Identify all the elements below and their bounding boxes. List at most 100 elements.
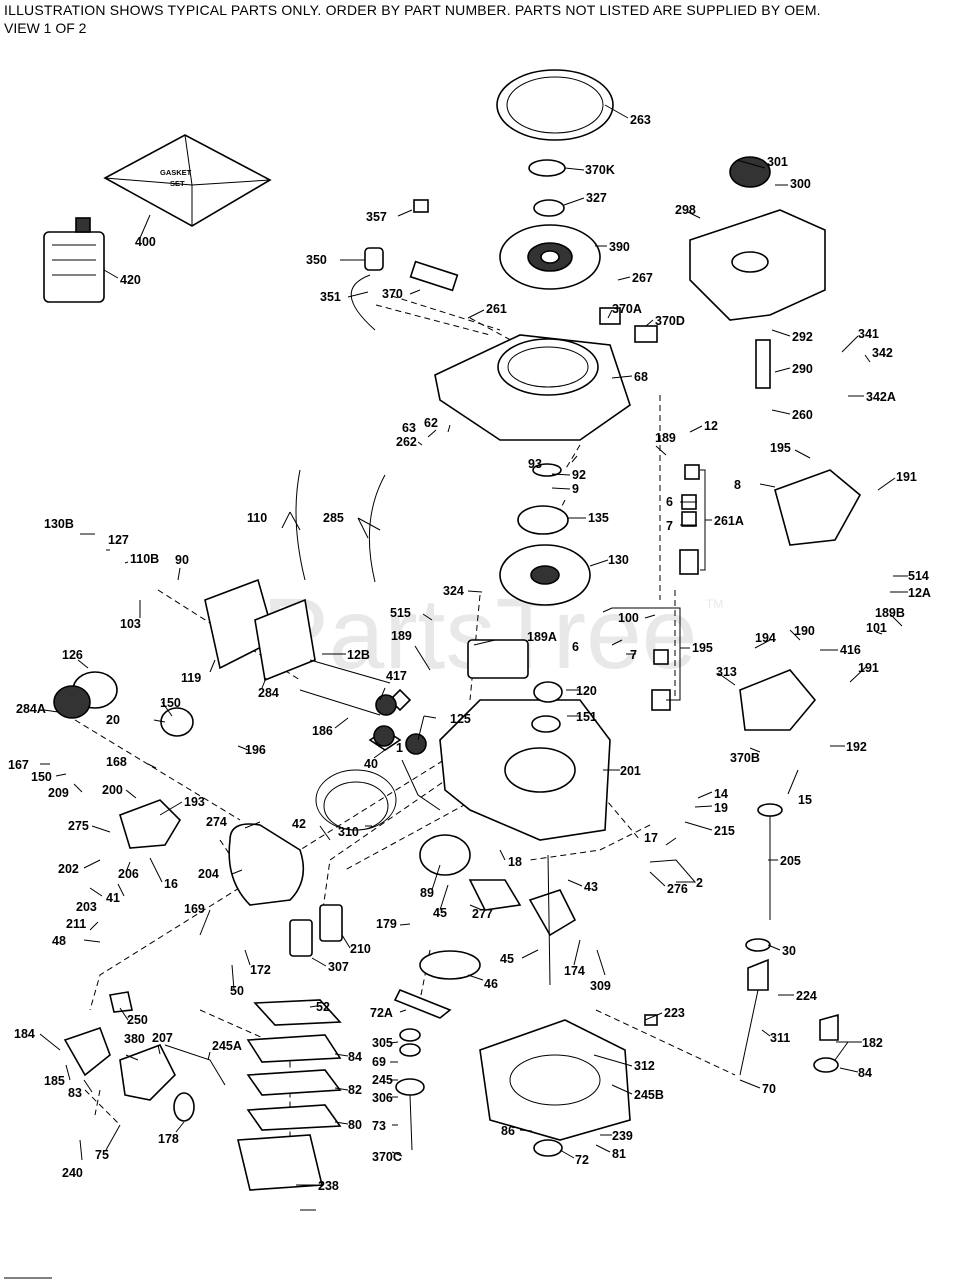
part-label-342[interactable]: 342 xyxy=(872,346,893,360)
part-label-15[interactable]: 14 xyxy=(714,787,728,801)
part-label-75[interactable]: 72 xyxy=(575,1153,589,1167)
part-label-370d[interactable]: 370D xyxy=(655,314,685,328)
part-label-12[interactable]: 189 xyxy=(655,431,676,445)
part-label-240[interactable]: 238 xyxy=(318,1179,339,1193)
part-label-276[interactable]: 204 xyxy=(198,867,219,881)
part-label-193[interactable]: 15 xyxy=(798,793,812,807)
part-label-101[interactable]: 189 xyxy=(391,629,412,643)
part-label-515[interactable]: 514 xyxy=(908,569,929,583)
part-label-110b[interactable]: 110 xyxy=(247,511,267,525)
part-label-341[interactable]: 341 xyxy=(858,327,879,341)
part-label-174[interactable]: 50 xyxy=(230,984,244,998)
part-label-80[interactable]: 73 xyxy=(372,1119,386,1133)
part-label-206[interactable]: 16 xyxy=(164,877,178,891)
part-label-189-mid[interactable]: 194 xyxy=(755,631,776,645)
part-label-324[interactable]: 515 xyxy=(390,606,411,620)
part-label-168[interactable]: 167 xyxy=(8,758,29,772)
part-label-350[interactable]: 350 xyxy=(306,253,327,267)
part-label-120[interactable]: 119 xyxy=(181,671,201,685)
part-label-151[interactable]: 125 xyxy=(450,712,471,726)
part-label-274[interactable]: 42 xyxy=(292,817,306,831)
part-label-195-top[interactable]: 191 xyxy=(896,470,917,484)
part-label-90[interactable]: 130 xyxy=(608,553,629,567)
part-label-191-mid[interactable]: 313 xyxy=(716,665,737,679)
part-label-103[interactable]: 324 xyxy=(443,584,464,598)
part-label-239[interactable]: 178 xyxy=(158,1132,179,1146)
part-label-202[interactable]: 206 xyxy=(118,867,139,881)
part-label-223[interactable]: 184 xyxy=(14,1027,35,1041)
part-label-357[interactable]: 357 xyxy=(366,210,387,224)
part-label-209[interactable]: 200 xyxy=(102,783,123,797)
part-label-68[interactable]: 63 xyxy=(402,421,416,435)
part-label-224[interactable]: 250 xyxy=(127,1013,148,1027)
part-label-19[interactable]: 215 xyxy=(714,824,735,838)
part-label-46[interactable]: 309 xyxy=(590,979,611,993)
part-label-72[interactable]: 81 xyxy=(612,1147,626,1161)
part-label-207[interactable]: 245A xyxy=(212,1039,242,1053)
part-label-205[interactable]: 202 xyxy=(58,862,79,876)
part-label-250[interactable]: 52 xyxy=(316,1000,330,1014)
part-label-370b[interactable]: 168 xyxy=(106,755,127,769)
part-label-260[interactable]: 68 xyxy=(634,370,648,384)
part-label-277[interactable]: 169 xyxy=(184,902,205,916)
part-label-307[interactable]: 30 xyxy=(782,944,796,958)
part-label-284a[interactable]: 20 xyxy=(106,713,120,727)
part-label-135[interactable]: 90 xyxy=(175,553,189,567)
part-label-43[interactable]: 45 xyxy=(433,906,447,920)
part-label-211[interactable]: 48 xyxy=(52,934,66,948)
part-label-300[interactable]: 300 xyxy=(790,177,811,191)
part-label-416[interactable]: 126 xyxy=(62,648,83,662)
part-label-86[interactable]: 239 xyxy=(612,1129,633,1143)
part-label-41[interactable]: 89 xyxy=(420,886,434,900)
part-label-70[interactable]: 245B xyxy=(634,1088,664,1102)
part-label-370a[interactable]: 370A xyxy=(612,302,642,316)
part-label-190[interactable]: 416 xyxy=(840,643,861,657)
part-label-6-mid[interactable]: 7 xyxy=(630,648,637,662)
part-label-110[interactable]: 285 xyxy=(323,511,344,525)
part-label-16[interactable]: 17 xyxy=(644,831,658,845)
part-label-284[interactable]: 150 xyxy=(160,696,181,710)
part-label-84-bottom[interactable]: 245 xyxy=(372,1073,393,1087)
part-label-204[interactable]: 203 xyxy=(76,900,97,914)
part-label-285[interactable]: 135 xyxy=(588,511,609,525)
part-label-125[interactable]: 186 xyxy=(312,724,333,738)
part-label-50[interactable]: 46 xyxy=(484,977,498,991)
part-label-390[interactable]: 390 xyxy=(609,240,630,254)
part-label-327[interactable]: 327 xyxy=(586,191,607,205)
part-label-72a[interactable]: 223 xyxy=(664,1006,685,1020)
part-label-178[interactable]: 75 xyxy=(95,1148,109,1162)
part-label-309[interactable]: 224 xyxy=(796,989,817,1003)
part-label-514[interactable]: 12A xyxy=(908,586,931,600)
part-label-84-top[interactable]: 305 xyxy=(372,1036,393,1050)
part-label-9[interactable]: 12 xyxy=(704,419,718,433)
part-label-262[interactable]: 93 xyxy=(528,457,542,471)
part-label-201[interactable]: 209 xyxy=(48,786,69,800)
part-label-1[interactable]: 201 xyxy=(620,764,641,778)
part-label-245b[interactable]: 80 xyxy=(348,1118,362,1132)
part-label-81[interactable]: 370C xyxy=(372,1150,402,1164)
part-label-184[interactable]: 380 xyxy=(124,1032,145,1046)
part-label-42[interactable]: 310 xyxy=(338,825,359,839)
part-label-69[interactable]: 312 xyxy=(634,1059,655,1073)
part-label-2[interactable]: 18 xyxy=(508,855,522,869)
part-label-313[interactable]: 120 xyxy=(576,684,597,698)
part-label-215[interactable]: 275 xyxy=(68,819,89,833)
part-label-196[interactable]: 192 xyxy=(846,740,867,754)
part-label-93[interactable]: 92 xyxy=(572,468,586,482)
part-label-169[interactable]: 210 xyxy=(350,942,371,956)
part-label-17[interactable]: 2 xyxy=(696,876,703,890)
part-label-126[interactable]: 12B xyxy=(347,648,370,662)
part-label-275[interactable]: 274 xyxy=(206,815,227,829)
part-label-342a[interactable]: 342A xyxy=(866,390,896,404)
part-label-83[interactable]: 69 xyxy=(372,1055,386,1069)
part-label-194[interactable]: 190 xyxy=(794,624,815,638)
part-label-127[interactable]: 110B xyxy=(130,552,159,566)
part-label-420[interactable]: 420 xyxy=(120,273,141,287)
part-label-311[interactable]: 182 xyxy=(862,1036,883,1050)
part-label-45-bottom[interactable]: 174 xyxy=(564,964,585,978)
part-label-189a[interactable]: 189B xyxy=(875,606,905,620)
part-label-298[interactable]: 298 xyxy=(675,203,696,217)
part-label-20[interactable]: 151 xyxy=(576,710,597,724)
part-label-48[interactable]: 179 xyxy=(376,917,397,931)
part-label-292-top[interactable]: 292 xyxy=(792,330,813,344)
